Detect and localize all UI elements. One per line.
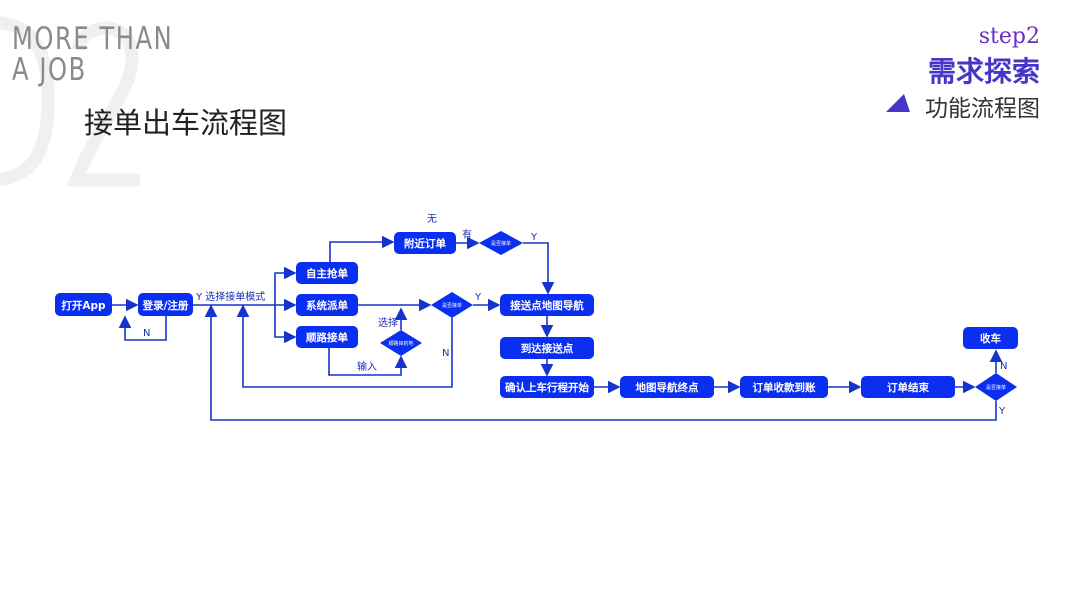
decision-destination: 顺路目的地	[380, 330, 422, 356]
node-system-dispatch: 系统派单	[296, 294, 358, 316]
section-subtitle: 功能流程图	[925, 96, 1040, 122]
svg-text:顺路目的地: 顺路目的地	[388, 340, 413, 347]
svg-text:是否接单: 是否接单	[491, 240, 511, 247]
node-navigate-pickup: 接送点地图导航	[500, 294, 594, 316]
label-input: 输入	[357, 360, 377, 373]
label-n-end: N	[1000, 361, 1007, 372]
connectors	[112, 235, 1003, 421]
label-has: 有	[462, 228, 472, 241]
svg-text:是否接单: 是否接单	[986, 384, 1006, 391]
svg-text:系统派单: 系统派单	[306, 299, 348, 312]
svg-text:订单收款到账: 订单收款到账	[753, 381, 816, 394]
label-n-mid: N	[442, 348, 449, 359]
triangle-icon	[886, 94, 910, 112]
node-nearby-orders: 附近订单	[394, 232, 456, 254]
node-login: 登录/注册	[138, 293, 193, 316]
node-finish: 收车	[963, 327, 1018, 349]
node-self-grab: 自主抢单	[296, 262, 358, 284]
label-choose: 选择	[378, 316, 398, 329]
svg-text:顺路接单: 顺路接单	[306, 331, 348, 344]
svg-text:接送点地图导航: 接送点地图导航	[510, 299, 584, 312]
label-y-mid: Y	[474, 292, 482, 303]
section-title: 需求探索	[927, 55, 1040, 88]
node-arrive-pickup: 到达接送点	[500, 337, 594, 359]
svg-text:确认上车行程开始: 确认上车行程开始	[505, 381, 589, 394]
svg-text:是否接单: 是否接单	[442, 302, 462, 309]
node-confirm-start: 确认上车行程开始	[500, 376, 594, 398]
step-label: step2	[978, 24, 1040, 49]
svg-text:订单结束: 订单结束	[887, 381, 929, 394]
decision-accept-mid: 是否接单	[431, 292, 473, 318]
svg-text:地图导航终点: 地图导航终点	[636, 381, 699, 394]
node-open-app: 打开App	[55, 293, 112, 316]
page-title: 接单出车流程图	[84, 106, 288, 140]
svg-text:自主抢单: 自主抢单	[306, 267, 348, 280]
node-payment: 订单收款到账	[740, 376, 828, 398]
decision-accept-top: 是否接单	[479, 231, 523, 255]
node-order-end: 订单结束	[861, 376, 955, 398]
node-navigate-dest: 地图导航终点	[620, 376, 714, 398]
svg-text:收车: 收车	[980, 332, 1001, 345]
svg-text:附近订单: 附近订单	[404, 237, 446, 250]
watermark-digit-zero	[0, 16, 55, 186]
svg-text:登录/注册: 登录/注册	[142, 299, 189, 312]
label-login-no: N	[143, 328, 150, 339]
label-y-end: Y	[998, 406, 1006, 417]
label-y-top: Y	[530, 232, 538, 243]
decision-accept-end: 是否接单	[975, 373, 1017, 401]
watermark-digit-two	[66, 21, 140, 187]
svg-text:打开App: 打开App	[61, 299, 106, 312]
svg-text:到达接送点: 到达接送点	[521, 342, 574, 355]
label-mode: Y 选择接单模式	[195, 290, 265, 303]
tagline-line2: A JOB	[12, 52, 87, 88]
watermark-number	[0, 16, 140, 187]
label-none: 无	[427, 214, 437, 225]
node-ride-along: 顺路接单	[296, 326, 358, 348]
tagline-line1: MORE THAN	[12, 21, 174, 57]
